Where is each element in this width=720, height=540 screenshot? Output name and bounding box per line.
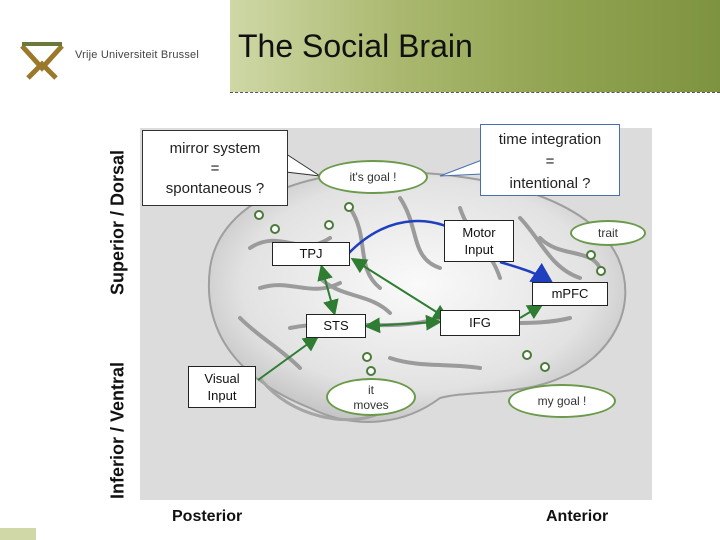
visual-line-1: Visual (204, 371, 240, 386)
header-band (230, 0, 720, 92)
it-moves-cloud: it moves (326, 378, 416, 416)
corner-accent (0, 528, 36, 540)
motor-line-2: Input (464, 242, 494, 257)
thought-dot (366, 366, 376, 376)
motor-to-mpfc-arrow (499, 260, 555, 285)
it-moves-line-1: it (368, 383, 374, 397)
sts-ifg-arrow (364, 314, 442, 334)
time-line-2: = (545, 153, 555, 170)
visual-input-label: Visual Input (188, 366, 256, 408)
my-goal-cloud: my goal ! (508, 384, 616, 418)
thought-dot (522, 350, 532, 360)
cerebellum-shape (258, 377, 381, 422)
thought-dot (540, 362, 550, 372)
mirror-line-1: mirror system (169, 140, 261, 157)
time-integration-bubble: time integration = intentional ? (480, 124, 620, 196)
ifg-mpfc-arrow (519, 303, 544, 320)
thought-dot (586, 250, 596, 260)
its-goal-cloud: it's goal ! (318, 160, 428, 194)
thought-dot (362, 352, 372, 362)
motor-line-1: Motor (462, 225, 496, 240)
posterior-label: Posterior (172, 508, 243, 525)
tpj-region-label: TPJ (272, 242, 350, 266)
thought-dot (270, 224, 280, 234)
it-moves-line-2: moves (353, 398, 389, 412)
ifg-region-label: IFG (440, 310, 520, 336)
university-name: Vrije Universiteit Brussel (75, 49, 199, 61)
sts-tpj-arrow (317, 264, 339, 316)
sts-region-label: STS (306, 314, 366, 338)
mirror-line-2: = (210, 160, 220, 177)
time-line-3: intentional ? (509, 175, 591, 192)
visual-sts-arrow (257, 335, 320, 381)
header-divider (230, 92, 720, 93)
visual-line-2: Input (207, 388, 237, 403)
time-line-1: time integration (498, 131, 602, 148)
thought-dot (344, 202, 354, 212)
trait-cloud: trait (570, 220, 646, 246)
slide-title: The Social Brain (238, 28, 473, 64)
mirror-system-bubble: mirror system = spontaneous ? (142, 130, 288, 206)
thought-dot (324, 220, 334, 230)
tpj-ifg-arrow (350, 257, 450, 321)
vub-logo-icon (20, 42, 64, 80)
thought-dot (596, 266, 606, 276)
thought-dot (254, 210, 264, 220)
motor-input-label: Motor Input (444, 220, 514, 262)
anterior-label: Anterior (546, 508, 609, 525)
time-bubble-tail (439, 159, 483, 177)
mpfc-region-label: mPFC (532, 282, 608, 306)
mirror-line-3: spontaneous ? (165, 180, 265, 197)
